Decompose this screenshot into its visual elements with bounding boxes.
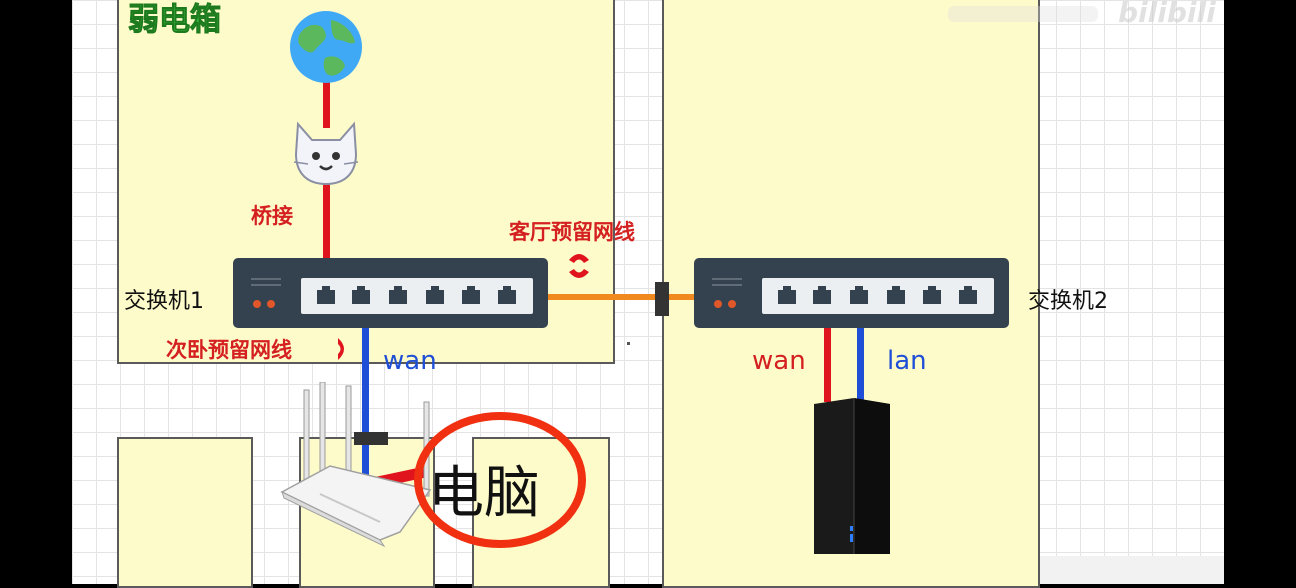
switch1-device	[233, 258, 548, 328]
switch1-port-5	[460, 284, 482, 306]
switch1-vent-2	[251, 284, 281, 286]
switch2-device	[694, 258, 1009, 328]
watermark-logo: bilibili	[1118, 0, 1216, 29]
switch2-port-5	[921, 284, 943, 306]
label-wan-left: wan	[383, 346, 437, 376]
switch1-port-panel	[301, 278, 533, 314]
switch2-port-4	[885, 284, 907, 306]
switch1-port-3	[387, 284, 409, 306]
switch2-vent-2	[712, 284, 742, 286]
label-switch2: 交换机2	[1028, 289, 1108, 314]
switch2-port-3	[848, 284, 870, 306]
cat-modem-icon	[293, 121, 359, 186]
tower-router-icon	[814, 398, 890, 554]
globe-icon	[290, 11, 362, 83]
switch1-port-2	[350, 284, 372, 306]
bottom-right-patch	[1040, 556, 1224, 584]
wire-modem-to-switch1	[323, 180, 330, 288]
room-bedroom-c	[472, 437, 610, 588]
label-living-room-cable: 客厅预留网线	[509, 220, 635, 244]
switch1-port-6	[496, 284, 518, 306]
wifi-signal-small-icon	[338, 338, 344, 360]
switch2-led-1	[714, 300, 722, 308]
wall-connector	[655, 282, 669, 316]
router-icon	[280, 382, 432, 548]
label-switch1: 交换机1	[124, 289, 204, 314]
wire-switch2-lan	[857, 292, 864, 402]
watermark-blur	[948, 6, 1098, 22]
switch2-port-2	[811, 284, 833, 306]
wire-globe-to-modem	[323, 80, 330, 128]
switch1-led-2	[267, 300, 275, 308]
room-bedroom-a	[117, 437, 253, 588]
switch1-vent	[251, 278, 281, 280]
switch2-led-2	[728, 300, 736, 308]
label-lan-right: lan	[887, 346, 927, 376]
label-wan-right: wan	[752, 346, 806, 376]
weak-box-title: 弱电箱	[128, 2, 222, 39]
switch1-led-1	[253, 300, 261, 308]
wire-switch2-wan	[824, 292, 831, 402]
wire-router-connector	[354, 432, 388, 445]
switch2-vent	[712, 278, 742, 280]
highlight-circle	[414, 412, 586, 548]
switch2-port-6	[957, 284, 979, 306]
label-computer: 电脑	[428, 461, 540, 526]
dot-mark	[627, 342, 630, 345]
wifi-signal-icon	[569, 254, 589, 278]
label-bridge: 桥接	[251, 204, 293, 228]
switch2-port-panel	[762, 278, 994, 314]
wire-switch1-to-router	[362, 286, 369, 478]
switch1-port-4	[424, 284, 446, 306]
switch2-port-1	[776, 284, 798, 306]
switch1-port-1	[315, 284, 337, 306]
label-bedroom-cable: 次卧预留网线	[166, 338, 292, 362]
